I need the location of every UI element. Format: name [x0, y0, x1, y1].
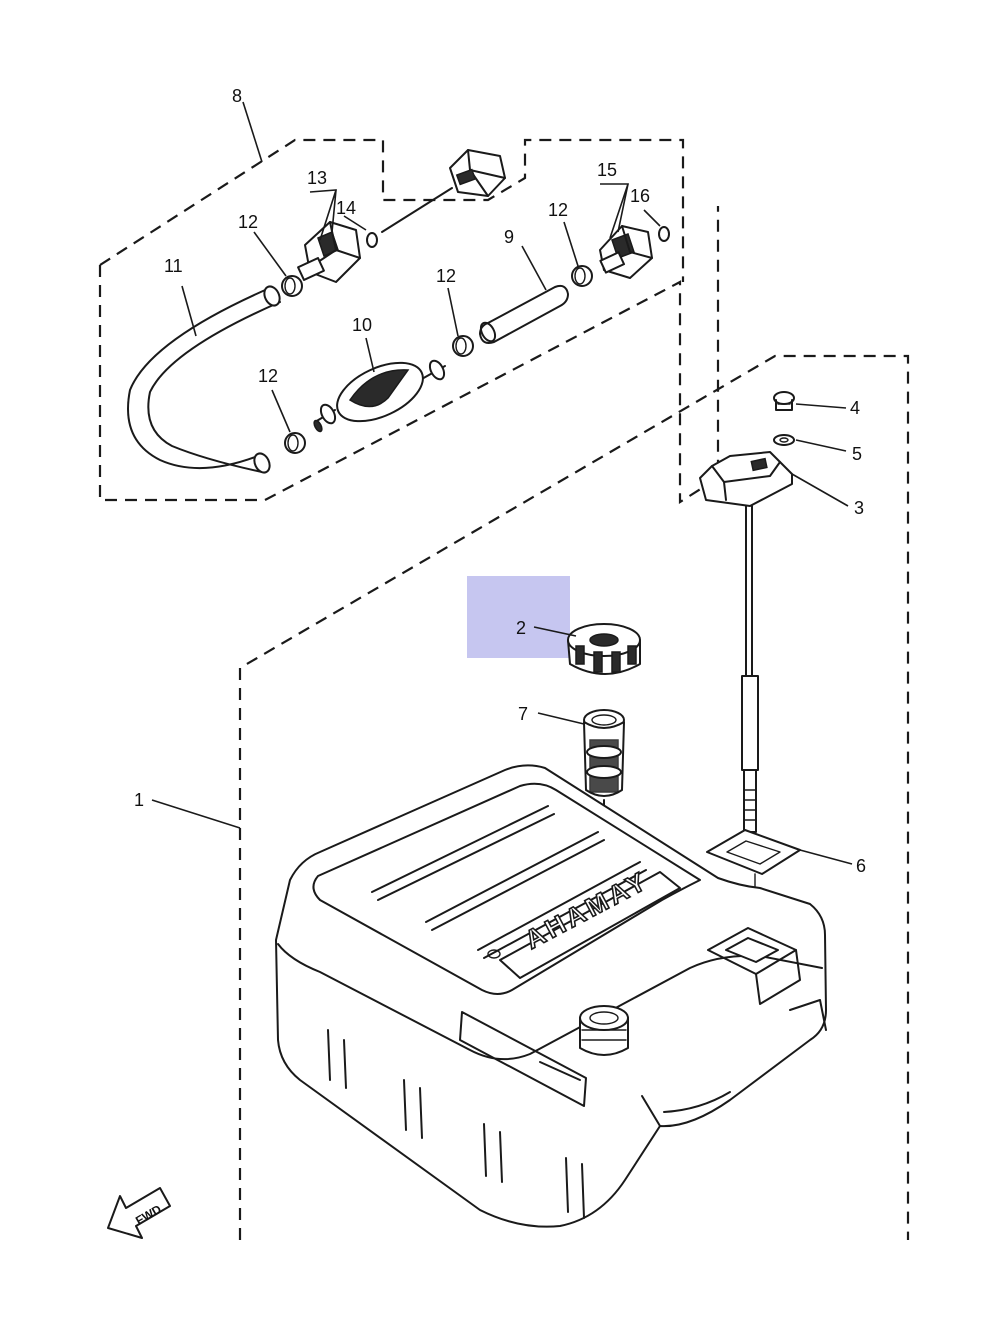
callout-5: 5: [852, 444, 862, 464]
hose-9: [479, 284, 569, 344]
callout-6: 6: [856, 856, 866, 876]
callout-11: 11: [164, 256, 183, 276]
callout-12c: 12: [436, 266, 456, 286]
part-2-highlight: [467, 576, 570, 658]
callout-2: 2: [516, 618, 526, 638]
hose-11: [127, 285, 281, 474]
callout-labels: 8 13 14 12 11 15 16 12 9 12 10 12 4 5 3 …: [134, 86, 866, 876]
callout-12a: 12: [238, 212, 258, 232]
connector-15: [599, 225, 653, 279]
leader-8: [242, 101, 263, 163]
primer-bulb-10: [313, 359, 446, 433]
callout-15: 15: [597, 160, 617, 180]
washer-5: [773, 434, 795, 446]
hose-clamp-12c: [452, 335, 474, 357]
fwd-arrow: FWD: [107, 1187, 171, 1239]
hose-clamp-12d: [284, 432, 306, 454]
tank-cap-2: [567, 623, 641, 675]
callout-7: 7: [518, 704, 528, 724]
callout-9: 9: [504, 227, 514, 247]
tank-boundary: [238, 354, 910, 1240]
callout-1: 1: [134, 790, 144, 810]
callout-12b: 12: [548, 200, 568, 220]
fuel-tank-1: YAMAHA: [275, 764, 827, 1228]
connector-13: [297, 221, 361, 283]
callout-14: 14: [336, 198, 356, 218]
callout-3: 3: [854, 498, 864, 518]
strainer-7: [583, 709, 625, 1013]
screw-4: [773, 391, 795, 411]
fuel-gauge-3: [699, 451, 793, 833]
hose-assembly-boundary: [98, 138, 720, 504]
callout-4: 4: [850, 398, 860, 418]
hose-clamp-12b: [571, 265, 593, 287]
leader-lines: [151, 183, 853, 865]
callout-13: 13: [307, 168, 327, 188]
o-ring-14: [366, 232, 378, 248]
hose-clamp-12a: [281, 275, 303, 297]
callout-16: 16: [630, 186, 650, 206]
engine-connector: [381, 149, 506, 233]
callout-8: 8: [232, 86, 242, 106]
o-ring-16: [658, 226, 670, 242]
callout-12d: 12: [258, 366, 278, 386]
callout-10: 10: [352, 315, 372, 335]
